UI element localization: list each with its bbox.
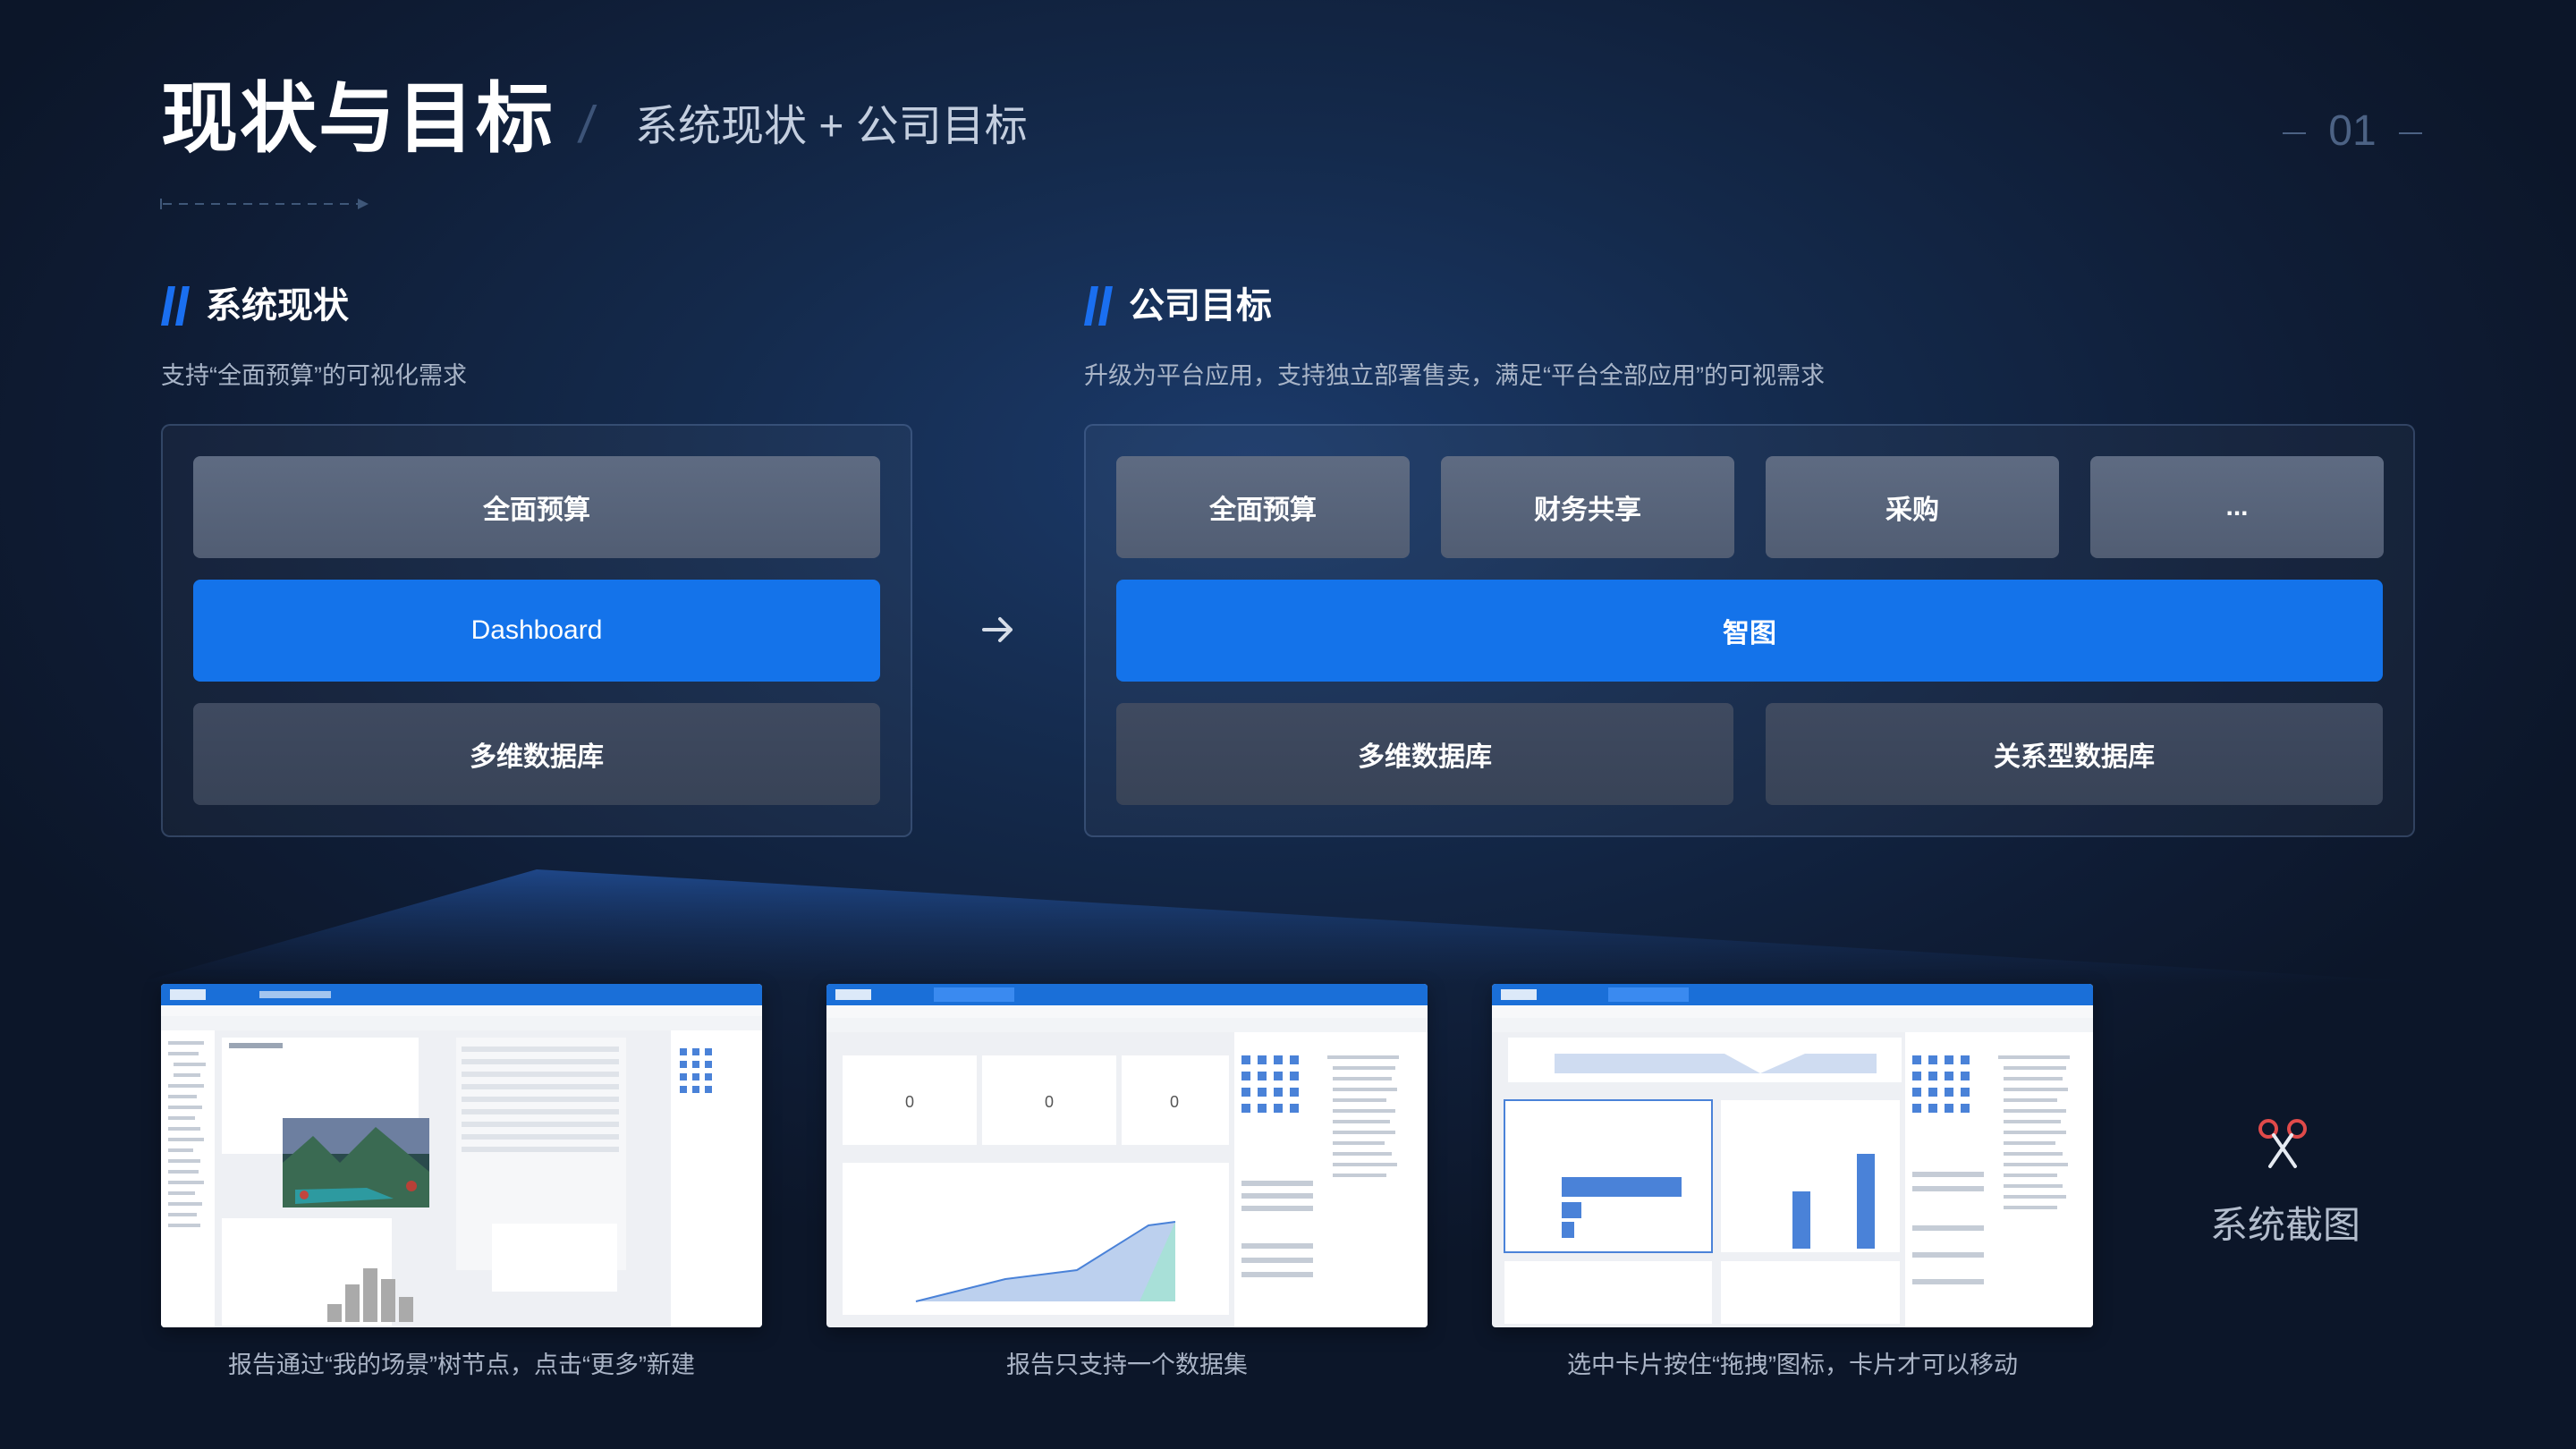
svg-text:0: 0 (1045, 1093, 1054, 1111)
page-title: 现状与目标 (161, 76, 555, 162)
screenshot-card-drag (1492, 984, 2093, 1327)
current-section-description: 支持“全面预算”的可视化需求 (161, 362, 467, 389)
current-section-title: 系统现状 (206, 286, 349, 326)
arrow-right-icon (982, 617, 1013, 642)
chip-target-more: ... (2090, 456, 2384, 558)
screenshot-caption: 报告只支持一个数据集 (1006, 1352, 1248, 1378)
section-mark-icon (1084, 286, 1113, 326)
dashed-arrow-decoration (160, 199, 369, 209)
screenshot-label: 系统截图 (2209, 1204, 2360, 1246)
svg-text:0: 0 (1170, 1093, 1179, 1111)
target-section-description: 升级为平台应用，支持独立部署售卖，满足“平台全部应用”的可视需求 (1084, 362, 1825, 389)
chip-current-dashboard: Dashboard (193, 580, 880, 682)
screenshot-caption: 报告通过“我的场景”树节点，点击“更多”新建 (228, 1352, 695, 1378)
chip-target-finance-share: 财务共享 (1441, 456, 1734, 558)
light-beam-decoration (134, 869, 2460, 984)
chip-current-budget: 全面预算 (193, 456, 880, 558)
screenshot-caption: 选中卡片按住“拖拽”图标，卡片才可以移动 (1567, 1352, 2018, 1378)
current-panel (161, 424, 912, 837)
section-mark-icon (161, 286, 190, 326)
screenshot-single-dataset: 0 0 0 (826, 984, 1428, 1327)
screenshot-report-tree (161, 984, 762, 1327)
svg-text:0: 0 (905, 1093, 914, 1111)
chip-target-relational-db: 关系型数据库 (1766, 703, 2383, 805)
chip-target-budget: 全面预算 (1116, 456, 1410, 558)
page-number: 01 (2283, 100, 2422, 163)
chip-target-procurement: 采购 (1766, 456, 2059, 558)
chip-current-multidim-db: 多维数据库 (193, 703, 880, 805)
chip-target-platform: 智图 (1116, 580, 2383, 682)
page-subtitle: 系统现状 + 公司目标 (635, 103, 1028, 150)
scissors-icon (2258, 1119, 2307, 1168)
title-separator: / (575, 96, 598, 154)
target-section-title: 公司目标 (1129, 286, 1272, 326)
chip-target-multidim-db: 多维数据库 (1116, 703, 1733, 805)
target-panel (1084, 424, 2415, 837)
